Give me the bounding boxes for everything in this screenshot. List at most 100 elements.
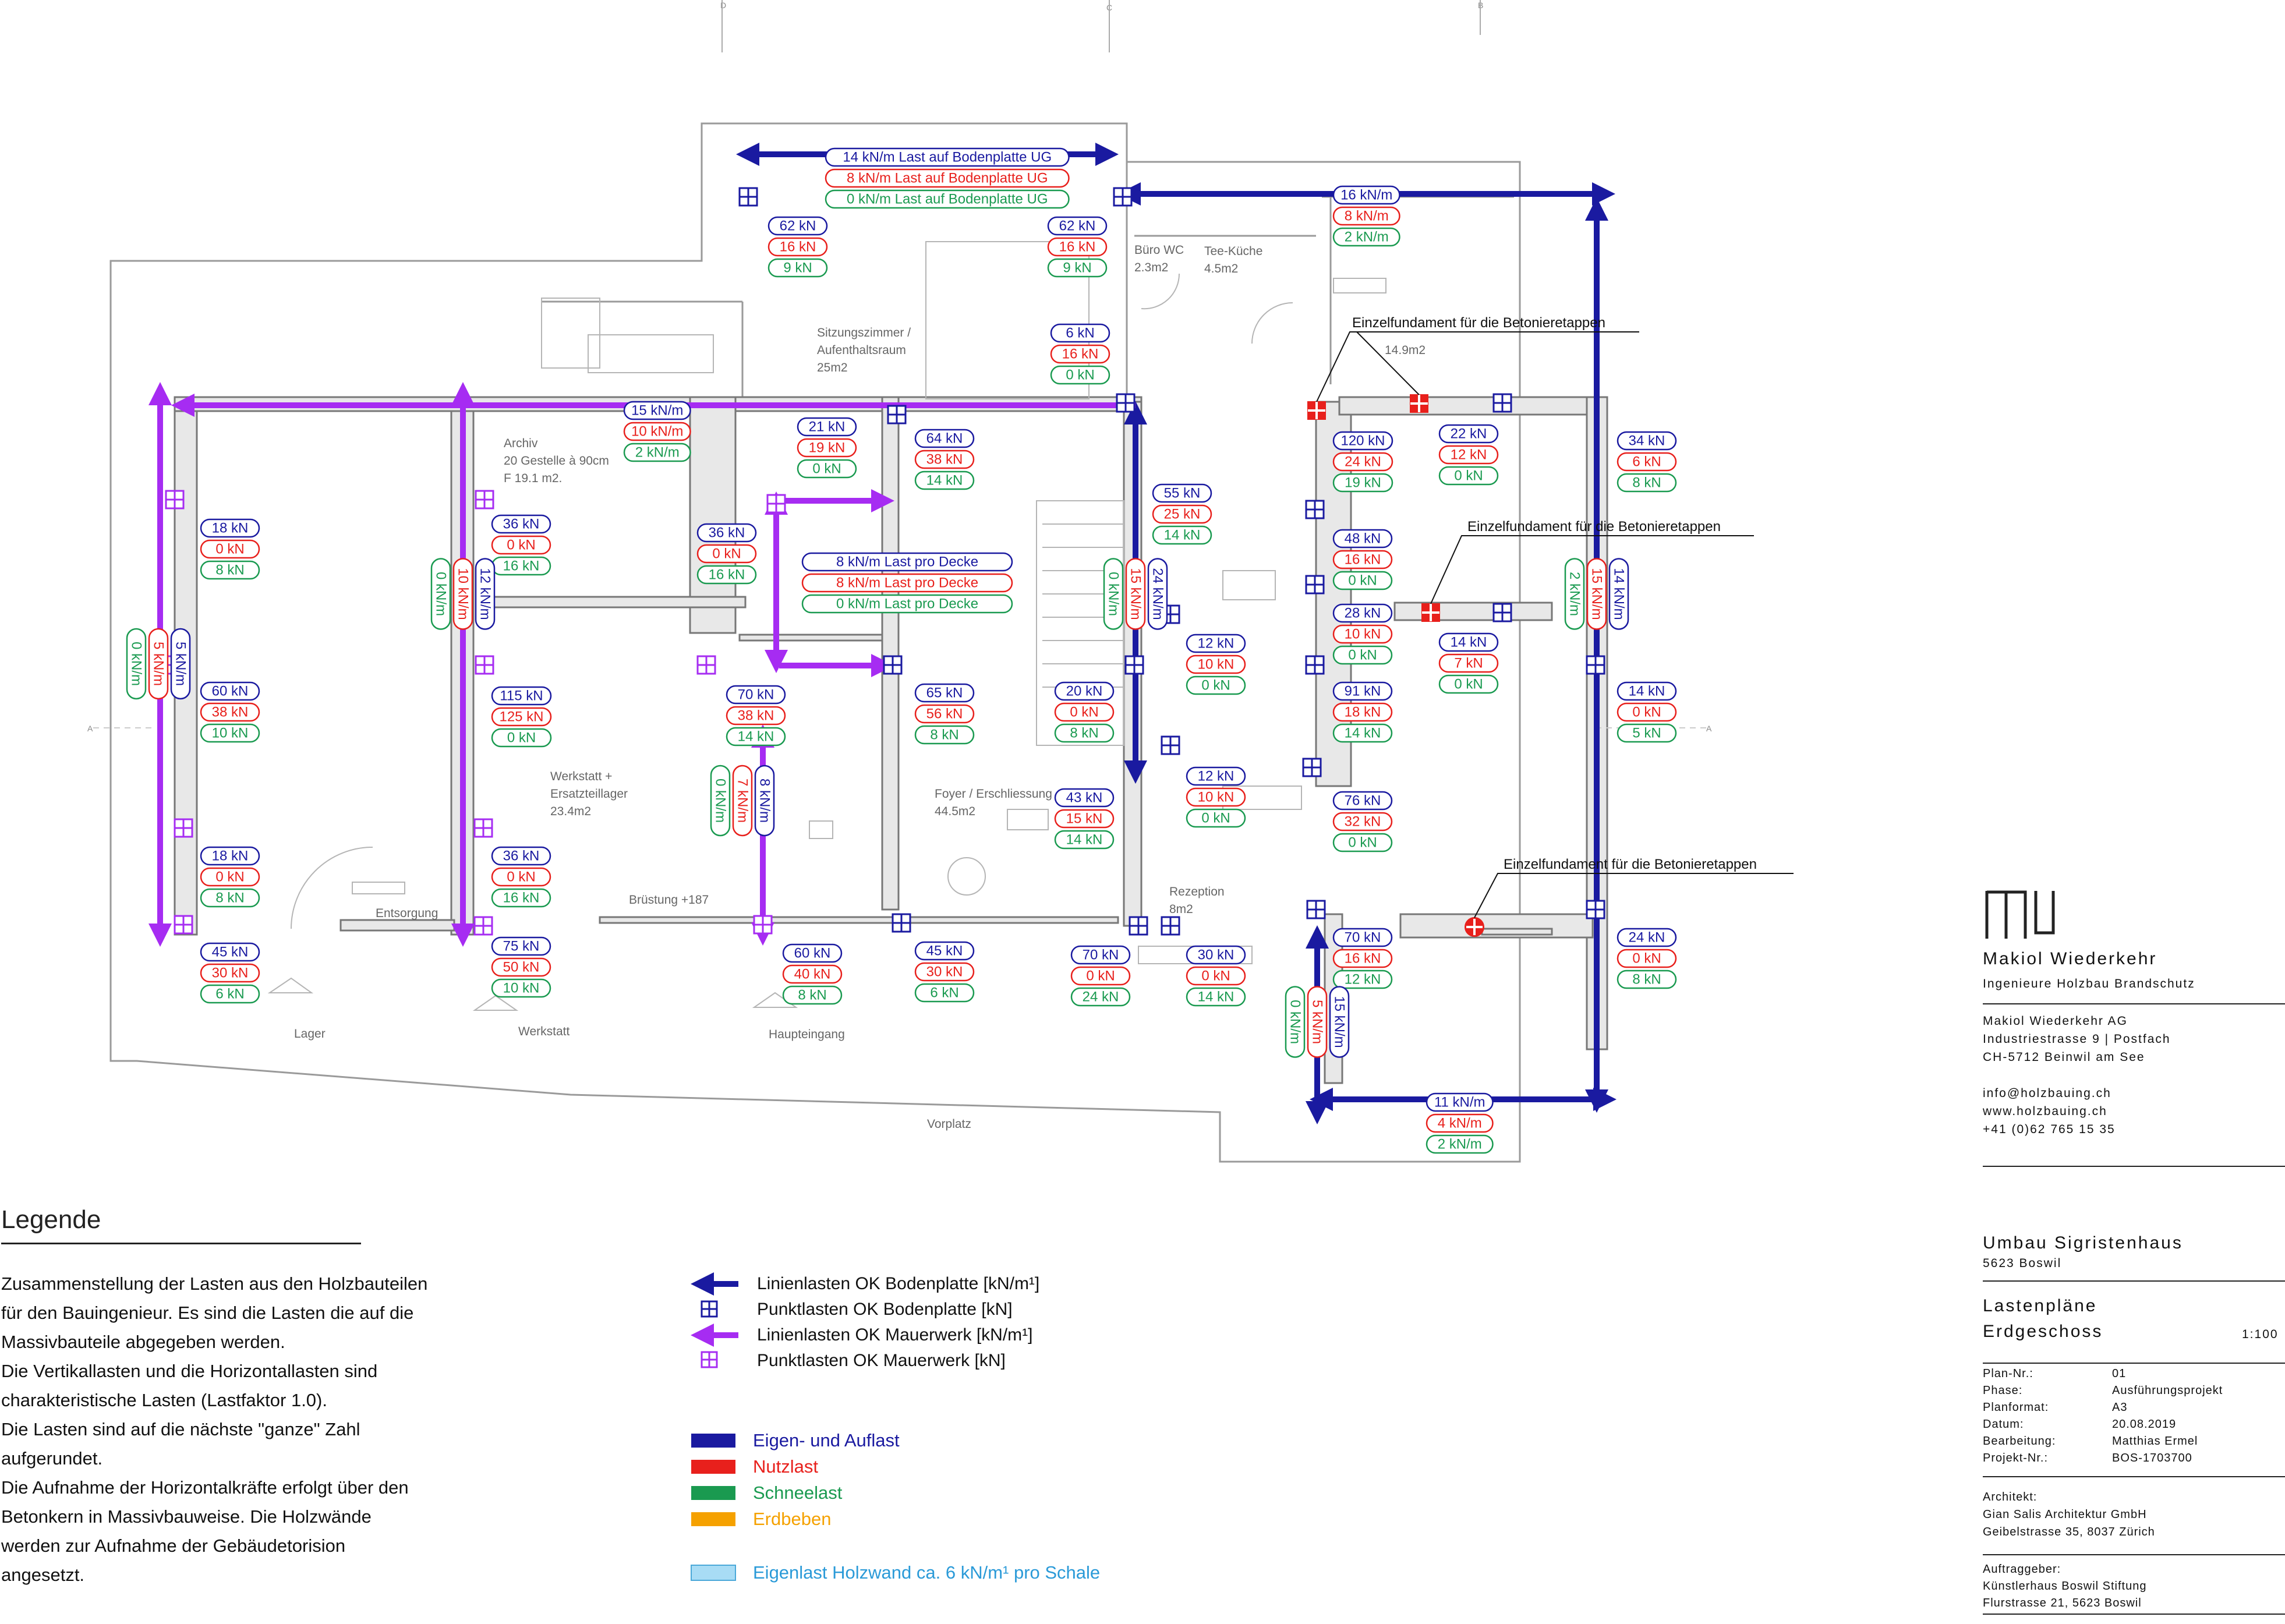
point-load-masonry-icon <box>475 490 494 510</box>
svg-text:14 kN: 14 kN <box>926 473 963 489</box>
load-label-dead: 34 kN <box>1617 431 1677 451</box>
load-label-dead: 15 kN/m <box>623 401 691 420</box>
dimension-markers: A A D C B <box>87 0 1712 733</box>
svg-text:76 kN: 76 kN <box>1345 793 1381 809</box>
svg-text:2 kN/m: 2 kN/m <box>1567 572 1583 616</box>
svg-text:16 kN: 16 kN <box>780 239 816 255</box>
room-label-rezeption: Rezeption <box>1169 885 1225 898</box>
svg-text:16 kN/m: 16 kN/m <box>1340 187 1392 203</box>
load-label-dead: 6 kN <box>1050 323 1110 343</box>
load-label-snow: 8 kN <box>1617 473 1677 493</box>
svg-text:8 kN/m: 8 kN/m <box>1345 208 1389 224</box>
load-label-live: 40 kN <box>782 964 843 984</box>
load-label-live: 0 kN <box>1617 702 1677 722</box>
load-label-snow: 0 kN <box>1186 808 1246 828</box>
svg-text:48 kN: 48 kN <box>1345 531 1381 547</box>
field-value: BOS-1703700 <box>2112 1452 2192 1464</box>
svg-text:15 kN/m: 15 kN/m <box>1332 996 1347 1048</box>
firm-name: Makiol Wiederkehr <box>1983 949 2157 968</box>
vertical-load-label-snow: 0 kN/m <box>1103 558 1124 630</box>
load-label-dead: 36 kN <box>696 523 757 543</box>
load-label-dead: 70 kN <box>1070 945 1131 965</box>
load-label-dead: 24 kN <box>1617 928 1677 947</box>
load-label-dead: 91 kN <box>1332 681 1393 701</box>
svg-text:12 kN: 12 kN <box>1345 972 1381 988</box>
svg-text:4 kN/m: 4 kN/m <box>1438 1116 1482 1131</box>
foundation-marker-3 <box>1421 535 1754 622</box>
load-label-live: 10 kN <box>1186 787 1246 807</box>
load-label-dead: 62 kN <box>1047 216 1108 236</box>
point-load-slab-icon <box>887 405 907 424</box>
legend-swatch-quake <box>691 1512 735 1526</box>
room-label-foyer: Foyer / Erschliessung <box>935 787 1052 801</box>
svg-text:55 kN: 55 kN <box>1164 486 1201 501</box>
svg-text:19 kN: 19 kN <box>809 440 846 456</box>
legend-cat-snow: Schneelast <box>753 1483 843 1503</box>
room-label-archiv: Archiv <box>504 437 538 450</box>
point-load-masonry-icon <box>753 915 773 935</box>
firm-email: info@holzbauing.ch <box>1983 1087 2111 1100</box>
load-label-snow: 0 kN <box>1438 674 1499 694</box>
room-label-archiv: 20 Gestelle à 90cm <box>504 454 609 468</box>
load-label-snow: 14 kN <box>914 470 975 490</box>
svg-text:14 kN: 14 kN <box>1345 726 1381 741</box>
svg-text:6 kN: 6 kN <box>215 986 244 1002</box>
load-label-live: 0 kN <box>200 539 260 559</box>
load-label-live: 16 kN <box>767 237 828 257</box>
callout-2: Einzelfundament für die Betonieretappen <box>1467 519 1721 535</box>
vertical-load-label-live: 5 kN/m <box>1307 986 1328 1058</box>
load-label-dead: 12 kN <box>1186 634 1246 653</box>
room-label-sitzung: Sitzungszimmer / <box>817 326 911 339</box>
load-label-snow: 6 kN <box>914 983 975 1003</box>
load-label-dead: 30 kN <box>1186 945 1246 965</box>
load-label-dead: 18 kN <box>200 846 260 866</box>
load-label-snow: 14 kN <box>1332 723 1393 743</box>
point-load-slab-icon <box>1492 393 1512 413</box>
svg-text:30 kN: 30 kN <box>926 964 963 980</box>
svg-text:70 kN: 70 kN <box>1345 930 1381 946</box>
load-label-dead: 21 kN <box>797 417 857 437</box>
legend-key-masonry-point: Punktlasten OK Mauerwerk [kN] <box>757 1351 1006 1370</box>
room-label-sitzung: Aufenthaltsraum <box>817 344 906 357</box>
load-label-dead: 14 kN/m Last auf Bodenplatte UG <box>825 147 1070 167</box>
svg-text:0 kN/m: 0 kN/m <box>713 779 728 823</box>
svg-text:0 kN: 0 kN <box>1201 811 1230 826</box>
point-load-slab-icon <box>1161 916 1180 936</box>
legend-cat-live: Nutzlast <box>753 1456 818 1477</box>
svg-text:21 kN: 21 kN <box>809 419 846 435</box>
svg-text:2 kN/m: 2 kN/m <box>635 445 680 461</box>
svg-text:25 kN: 25 kN <box>1164 507 1201 522</box>
svg-text:10 kN: 10 kN <box>1198 657 1235 673</box>
svg-text:0 kN/m: 0 kN/m <box>1106 572 1122 616</box>
point-load-slab-icon <box>1586 655 1605 675</box>
svg-text:24 kN: 24 kN <box>1083 989 1119 1005</box>
legend-title: Legende <box>1 1205 101 1234</box>
load-label-snow: 8 kN <box>200 888 260 908</box>
vertical-load-label-snow: 0 kN/m <box>126 628 147 700</box>
load-label-dead: 48 kN <box>1332 529 1393 549</box>
svg-text:14 kN: 14 kN <box>738 729 774 745</box>
svg-text:10 kN: 10 kN <box>212 726 249 741</box>
svg-text:0 kN: 0 kN <box>1454 468 1483 484</box>
load-label-dead: 43 kN <box>1054 788 1115 808</box>
room-labels: Sitzungszimmer /Aufenthaltsraum25m2Archi… <box>294 243 1426 1131</box>
svg-text:18 kN: 18 kN <box>212 521 249 536</box>
room-label-werkstatt-room: 23.4m2 <box>550 805 591 818</box>
room-label-entsorgung: Entsorgung <box>376 907 438 920</box>
svg-text:24 kN/m: 24 kN/m <box>1150 568 1166 620</box>
vertical-load-label-dead: 12 kN/m <box>475 558 496 630</box>
svg-text:10 kN/m: 10 kN/m <box>455 568 471 620</box>
legend-swatch-wood <box>691 1565 736 1581</box>
load-label-live: 0 kN <box>1617 949 1677 968</box>
load-label-dead: 55 kN <box>1152 483 1212 503</box>
title-block <box>1983 890 2285 1615</box>
load-label-live: 8 kN/m Last auf Bodenplatte UG <box>825 168 1070 188</box>
dim-a-right: A <box>1706 724 1712 733</box>
load-label-snow: 0 kN <box>491 728 552 748</box>
legend-key-dead-point: Punktlasten OK Bodenplatte [kN] <box>757 1300 1013 1319</box>
svg-text:16 kN: 16 kN <box>1062 346 1099 362</box>
legend-key-masonry-line: Linienlasten OK Mauerwerk [kN/m¹] <box>757 1325 1033 1345</box>
svg-text:14 kN: 14 kN <box>1164 528 1201 543</box>
point-load-masonry-icon <box>174 818 193 838</box>
vertical-load-label-dead: 14 kN/m <box>1608 558 1629 630</box>
